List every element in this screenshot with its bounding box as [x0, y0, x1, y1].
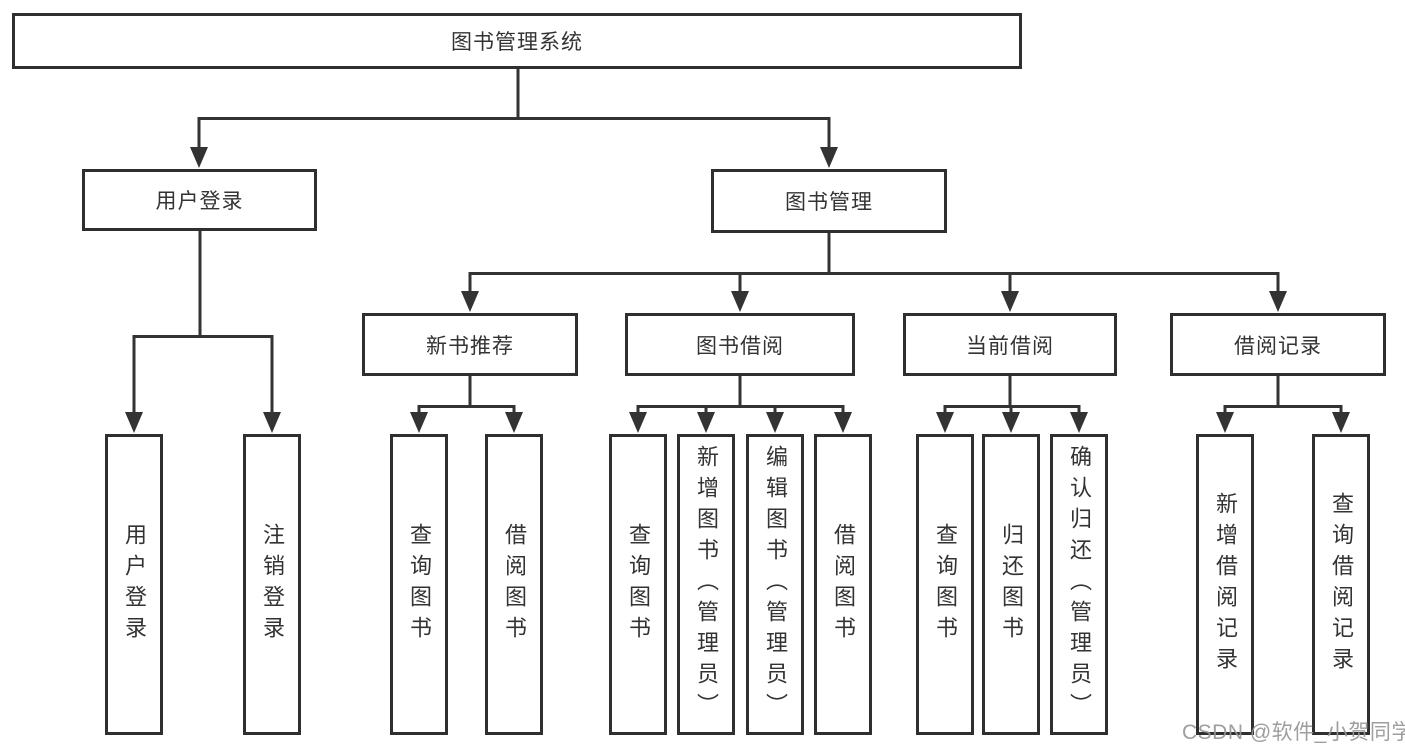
node-user-login: 用户登录 [82, 169, 317, 231]
leaf-add-book-admin: 新增图书（管理员） [677, 434, 735, 735]
arrow-down-icon [1001, 291, 1019, 312]
connector-user-login-group [125, 229, 281, 433]
csdn-watermark: CSDN @软件_小贺同学 [1182, 721, 1405, 744]
arrow-down-icon [834, 412, 852, 433]
connector-book-borrow-group [629, 375, 852, 433]
arrow-down-icon [1216, 412, 1234, 433]
node-label: 图书管理系统 [451, 31, 583, 54]
arrow-down-icon [1002, 412, 1020, 433]
arrow-down-icon [766, 412, 784, 433]
leaf-query-book: 查询图书 [609, 434, 667, 735]
node-new-book-recommend: 新书推荐 [362, 313, 578, 376]
arrow-down-icon [461, 291, 479, 312]
arrow-down-icon [410, 412, 428, 433]
node-current-borrow: 当前借阅 [903, 313, 1117, 376]
arrow-down-icon [505, 412, 523, 433]
leaf-edit-book-admin: 编辑图书（管理员） [746, 434, 804, 735]
node-book-borrow: 图书借阅 [625, 313, 855, 376]
arrow-down-icon [629, 412, 647, 433]
node-label: 用户登录 [155, 190, 244, 213]
connector-root-to-level2 [190, 68, 838, 168]
node-label: 借阅记录 [1234, 334, 1322, 358]
node-label: 图书借阅 [696, 334, 784, 358]
arrow-down-icon [263, 412, 281, 433]
node-borrow-record: 借阅记录 [1170, 313, 1386, 376]
leaf-confirm-return-admin: 确认归还（管理员） [1050, 434, 1108, 735]
leaf-query-book: 查询图书 [916, 434, 974, 735]
node-label: 当前借阅 [966, 334, 1054, 358]
arrow-down-icon [936, 412, 954, 433]
leaf-add-borrow-record: 新增借阅记录 [1196, 434, 1254, 735]
arrow-down-icon [820, 147, 838, 168]
leaf-query-book: 查询图书 [390, 434, 448, 735]
leaf-borrow-book: 借阅图书 [485, 434, 543, 735]
arrow-down-icon [125, 412, 143, 433]
leaf-user-login: 用户登录 [105, 434, 163, 735]
arrow-down-icon [731, 291, 749, 312]
connector-borrow-record-group [1216, 375, 1350, 433]
node-book-management: 图书管理 [711, 169, 947, 233]
node-label: 新书推荐 [426, 334, 514, 358]
leaf-logout-login: 注销登录 [243, 434, 301, 735]
leaf-return-book: 归还图书 [982, 434, 1040, 735]
node-label: 图书管理 [785, 191, 873, 214]
leaf-borrow-book: 借阅图书 [814, 434, 872, 735]
connector-current-borrow-group [936, 375, 1088, 433]
connector-book-management-to-level3 [461, 231, 1287, 312]
arrow-down-icon [1070, 412, 1088, 433]
arrow-down-icon [1332, 412, 1350, 433]
arrow-down-icon [697, 412, 715, 433]
arrow-down-icon [190, 147, 208, 168]
arrow-down-icon [1269, 291, 1287, 312]
connector-new-book-group [410, 375, 523, 433]
node-library-management-system: 图书管理系统 [12, 13, 1022, 69]
leaf-query-borrow-record: 查询借阅记录 [1312, 434, 1370, 735]
